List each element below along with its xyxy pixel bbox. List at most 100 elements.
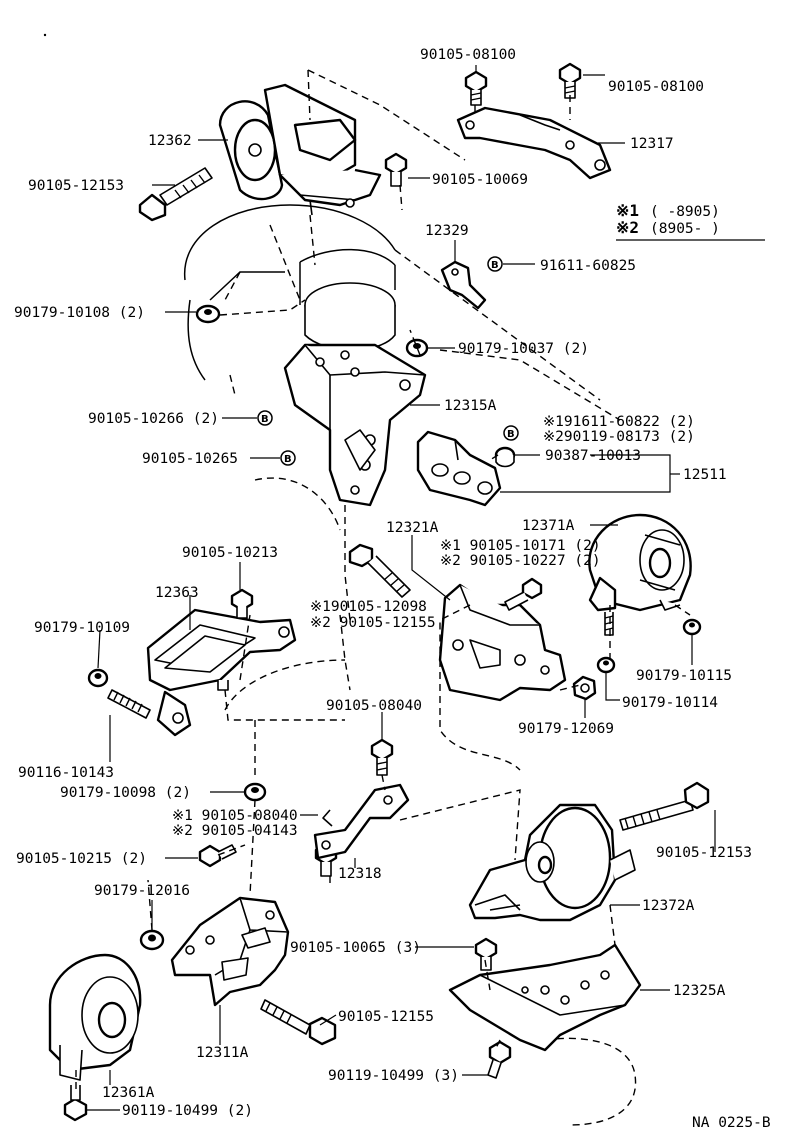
washer-90179-10098	[243, 782, 267, 802]
label-90105-08040: 90105-08040	[326, 698, 422, 714]
bolt-90105-10213	[230, 588, 254, 619]
mark-b-90105-10266: B	[257, 410, 273, 426]
label-90179-10037: 90179-10037 (2)	[458, 341, 589, 357]
label-290105-04143: ※2 90105-04143	[172, 823, 298, 839]
label-90105-10266: 90105-10266 (2)	[88, 411, 219, 427]
label-90179-10108: 90179-10108 (2)	[14, 305, 145, 321]
label-90119-10499-3: 90119-10499 (3)	[328, 1068, 459, 1084]
label-290105-12155: ※2 90105-12155	[310, 615, 436, 631]
label-90105-12153-right: 90105-12153	[656, 845, 752, 861]
label-90179-10114: 90179-10114	[622, 695, 718, 711]
engine-mount-12372A	[468, 803, 636, 922]
note2-range: (8905- )	[650, 221, 720, 237]
bolt-90105-12098	[348, 543, 411, 598]
part-labels: 90105-08100 90105-08100 12362 12317 9010…	[14, 47, 771, 1131]
bolt-90119-10499-bottom	[487, 1040, 512, 1079]
assembly-guide-lines	[75, 69, 691, 1090]
nut-90179-12069	[572, 675, 597, 701]
bolt-90105-12153-right	[619, 781, 710, 831]
bolt-90105-08100-right	[558, 62, 582, 99]
label-90105-10065: 90105-10065 (3)	[290, 940, 421, 956]
label-12363: 12363	[155, 585, 199, 601]
engine-mount-12362	[218, 83, 382, 216]
label-12325A: 12325A	[673, 983, 726, 999]
bracket-12329	[440, 260, 487, 310]
washer-90179-10108	[195, 304, 221, 324]
label-90105-12155: 90105-12155	[338, 1009, 434, 1025]
leader-lines	[86, 65, 716, 1111]
label-90179-10109: 90179-10109	[34, 620, 130, 636]
label-90105-08100-left: 90105-08100	[420, 47, 516, 63]
label-90116-10143: 90116-10143	[18, 765, 114, 781]
washer-90179-12016	[139, 929, 165, 951]
washer-90179-10037	[405, 338, 429, 358]
label-190105-12098: ※190105-12098	[310, 599, 427, 615]
bolt-12371A-bottom	[604, 612, 614, 636]
svg-text:B: B	[284, 454, 292, 465]
washer-90179-10114	[596, 656, 616, 674]
engine-mount-12371A	[588, 513, 692, 612]
svg-text:B: B	[507, 429, 515, 440]
bolt-90105-12155-bottom	[260, 999, 337, 1046]
label-12371A: 12371A	[522, 518, 575, 534]
label-90179-10098: 90179-10098 (2)	[60, 785, 191, 801]
label-90105-10171: ※1 90105-10171 (2)	[440, 538, 601, 554]
bolt-90105-08100-left	[464, 70, 488, 106]
washer-90179-10109	[87, 668, 109, 688]
bracket-12318	[313, 783, 410, 860]
bolt-90105-12153-top	[138, 167, 213, 222]
notes-key: ※1 ( -8905) ※2 (8905- )	[616, 201, 765, 241]
label-90119-10499-2: 90119-10499 (2)	[122, 1103, 253, 1119]
label-12372A: 12372A	[642, 898, 695, 914]
label-191611-60822: ※191611-60822 (2)	[543, 414, 695, 430]
label-90105-08100-right: 90105-08100	[608, 79, 704, 95]
engine-mount-12361A	[48, 953, 142, 1081]
label-90179-12069: 90179-12069	[518, 721, 614, 737]
svg-text:B: B	[491, 260, 499, 271]
note2-mark: ※2	[616, 218, 639, 237]
label-91611-60825: 91611-60825	[540, 258, 636, 274]
label-90105-12153-top: 90105-12153	[28, 178, 124, 194]
figure-code: NA 0225-B	[692, 1115, 771, 1131]
plate-12325A	[448, 943, 642, 1052]
bolt-90105-10069	[384, 152, 408, 187]
label-90105-10265: 90105-10265	[142, 451, 238, 467]
collar-90387-10013	[494, 446, 516, 468]
label-12362: 12362	[148, 133, 192, 149]
label-90105-10215: 90105-10215 (2)	[16, 851, 147, 867]
note1-mark: ※1	[616, 201, 639, 220]
label-12318: 12318	[338, 866, 382, 882]
label-12361A: 12361A	[102, 1085, 155, 1101]
label-90179-12016: 90179-12016	[94, 883, 190, 899]
label-90179-10115: 90179-10115	[636, 668, 732, 684]
label-90105-10213: 90105-10213	[182, 545, 278, 561]
mark-b-91611-60825: B	[487, 256, 503, 272]
label-290119-08173: ※290119-08173 (2)	[543, 429, 695, 445]
label-190105-08040: ※1 90105-08040	[172, 808, 298, 824]
mark-b-90105-10265: B	[280, 450, 296, 466]
bolt-90105-08040-center	[370, 738, 394, 776]
engine-mount-12363	[146, 608, 297, 737]
speck	[43, 33, 47, 37]
label-90105-10227: ※2 90105-10227 (2)	[440, 553, 601, 569]
label-12321A: 12321A	[386, 520, 439, 536]
washer-90179-10115	[682, 618, 702, 636]
bolt-90105-10171	[504, 577, 543, 611]
bracket-12321A	[438, 583, 567, 702]
label-12311A: 12311A	[196, 1045, 249, 1061]
bracket-12317	[456, 106, 612, 180]
label-12317: 12317	[630, 136, 674, 152]
bracket-12315A	[283, 343, 427, 507]
mark-b-91611-60822: B	[503, 425, 519, 441]
label-12329: 12329	[425, 223, 469, 239]
bolt-90119-10499-left	[63, 1085, 88, 1122]
note1-range: ( -8905)	[650, 204, 720, 220]
label-12315A: 12315A	[444, 398, 497, 414]
stud-90116-10143	[107, 689, 151, 719]
label-12511: 12511	[683, 467, 727, 483]
svg-text:B: B	[261, 414, 269, 425]
label-90387-10013: 90387-10013	[545, 448, 641, 464]
bracket-12311A	[170, 896, 290, 1007]
bracket-12511	[416, 430, 502, 507]
